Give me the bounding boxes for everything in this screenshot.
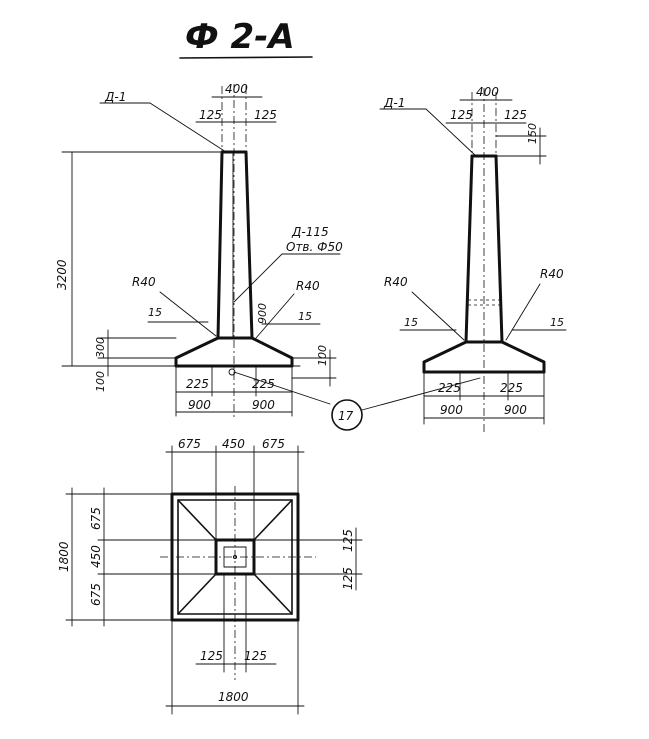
right-chamfer-left: 15	[404, 316, 418, 329]
left-dim-900-vert: 900	[256, 303, 269, 324]
plan-dim-left-450: 450	[89, 545, 103, 568]
left-label-d1: Д-1	[104, 90, 126, 104]
right-dim-225-right: 225	[500, 381, 523, 395]
right-dim-150: 150	[526, 123, 539, 144]
left-label-hole: Отв. Ф50	[286, 240, 343, 254]
drawing-title: Ф 2-А	[185, 17, 295, 57]
right-elevation: 400 125 125 150 Д-1 R40 R40 15 15 225 22…	[379, 85, 567, 432]
right-dim-900-right: 900	[504, 403, 527, 417]
plan-dim-left-675-bottom: 675	[89, 583, 103, 606]
right-chamfer-right: 15	[550, 316, 564, 329]
left-radius-right: R40	[296, 279, 320, 293]
right-dim-top-left: 125	[450, 108, 473, 122]
plan-dim-bottom-125-left: 125	[200, 649, 223, 663]
left-dim-300: 300	[94, 337, 107, 358]
left-label-d115: Д-115	[291, 225, 329, 239]
left-elevation: 400 125 125 Д-1 3200 Д-115 Отв. Ф50 R40 …	[55, 82, 343, 420]
left-dim-225-right: 225	[252, 377, 275, 391]
left-radius-left: R40	[132, 275, 156, 289]
plan-dim-bottom-125-right: 125	[244, 649, 267, 663]
callout-17: 17	[331, 377, 481, 431]
left-dim-100-right: 100	[316, 345, 329, 366]
left-dim-height: 3200	[55, 259, 69, 290]
plan-dim-right-125-bottom: 125	[341, 567, 355, 590]
left-chamfer-left: 15	[148, 306, 162, 319]
plan-dim-right-125-top: 125	[341, 529, 355, 552]
right-label-d1: Д-1	[383, 96, 405, 110]
left-dim-900-left: 900	[188, 398, 211, 412]
right-radius-right: R40	[540, 267, 564, 281]
left-dim-100-left: 100	[94, 371, 107, 392]
left-dim-900-right: 900	[252, 398, 275, 412]
right-radius-left: R40	[384, 275, 408, 289]
plan-dim-top-675-right: 675	[262, 437, 285, 451]
plan-dim-top-450: 450	[222, 437, 245, 451]
left-dim-top-left: 125	[199, 108, 222, 122]
plan-dim-left-675-top: 675	[89, 507, 103, 530]
right-dim-900-left: 900	[440, 403, 463, 417]
plan-dim-top-675-left: 675	[178, 437, 201, 451]
right-dim-top-width: 400	[476, 85, 499, 99]
left-dim-top-right: 125	[254, 108, 277, 122]
plan-dim-bottom-total: 1800	[218, 690, 249, 704]
left-dim-225-left: 225	[186, 377, 209, 391]
callout-number: 17	[338, 409, 354, 423]
left-dim-top-width: 400	[225, 82, 248, 96]
plan-dim-left-total: 1800	[57, 541, 71, 572]
title-underline	[179, 56, 313, 59]
plan-view: 675 450 675 1800 675 450 675 125 12	[57, 437, 363, 715]
left-chamfer-right: 15	[298, 310, 312, 323]
right-dim-top-right: 125	[504, 108, 527, 122]
